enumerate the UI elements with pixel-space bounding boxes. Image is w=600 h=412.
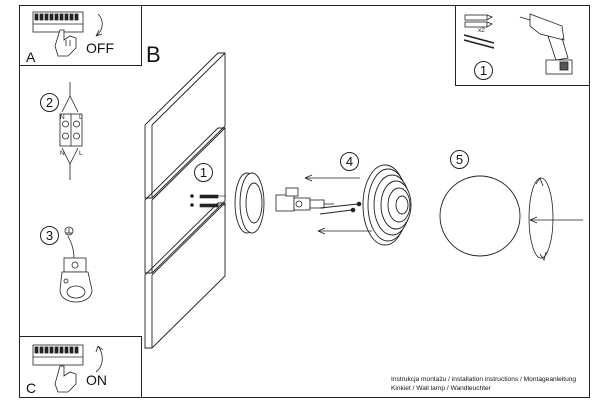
panel-c-action: ON — [86, 372, 107, 388]
step-3-badge: 3 — [40, 226, 59, 245]
cover-screws-icon — [319, 201, 362, 215]
terminal-l-top: L — [79, 114, 83, 121]
rotate-direction-icon — [528, 177, 554, 261]
outer-frame — [19, 5, 590, 398]
tools-step-badge: 1 — [474, 61, 493, 80]
tools-quantity: x2 — [478, 27, 485, 34]
panel-c-box — [19, 336, 142, 398]
canopy-cover-icon — [362, 164, 412, 246]
terminal-l-bottom: L — [79, 150, 83, 157]
power-drill-icon — [519, 13, 573, 75]
breaker-switch-on-icon — [32, 344, 104, 393]
dowels-and-screws-icon — [463, 14, 495, 49]
footer-product: Kinkiet / Wall lamp / Wandleuchter — [391, 385, 491, 392]
panel-a-letter: A — [26, 49, 36, 65]
breaker-switch-off-icon — [32, 11, 103, 57]
panel-a-box — [19, 5, 142, 66]
mounting-screws-icon — [190, 194, 226, 208]
footer-instructions: Instrukcja montażu / installation instru… — [391, 376, 577, 383]
mount-step-badge: 1 — [194, 163, 213, 182]
mounting-ring-icon — [234, 172, 265, 234]
panel-c-letter: C — [26, 380, 37, 396]
glass-globe-icon — [439, 175, 521, 257]
assembly-arrows — [304, 174, 583, 235]
panel-b-letter: B — [146, 42, 161, 67]
terminal-n-top: N — [60, 114, 65, 121]
wall-surface — [144, 52, 226, 349]
panel-a-action: OFF — [86, 40, 114, 56]
tools-box — [455, 5, 590, 86]
ground-bracket-icon — [59, 226, 93, 303]
shade-step-badge: 5 — [450, 150, 469, 169]
cover-step-badge: 4 — [340, 152, 359, 171]
terminal-n-bottom: N — [60, 150, 65, 157]
terminal-block-wiring-icon — [59, 82, 83, 180]
lamp-socket-icon — [275, 187, 334, 212]
step-2-badge: 2 — [40, 93, 59, 112]
